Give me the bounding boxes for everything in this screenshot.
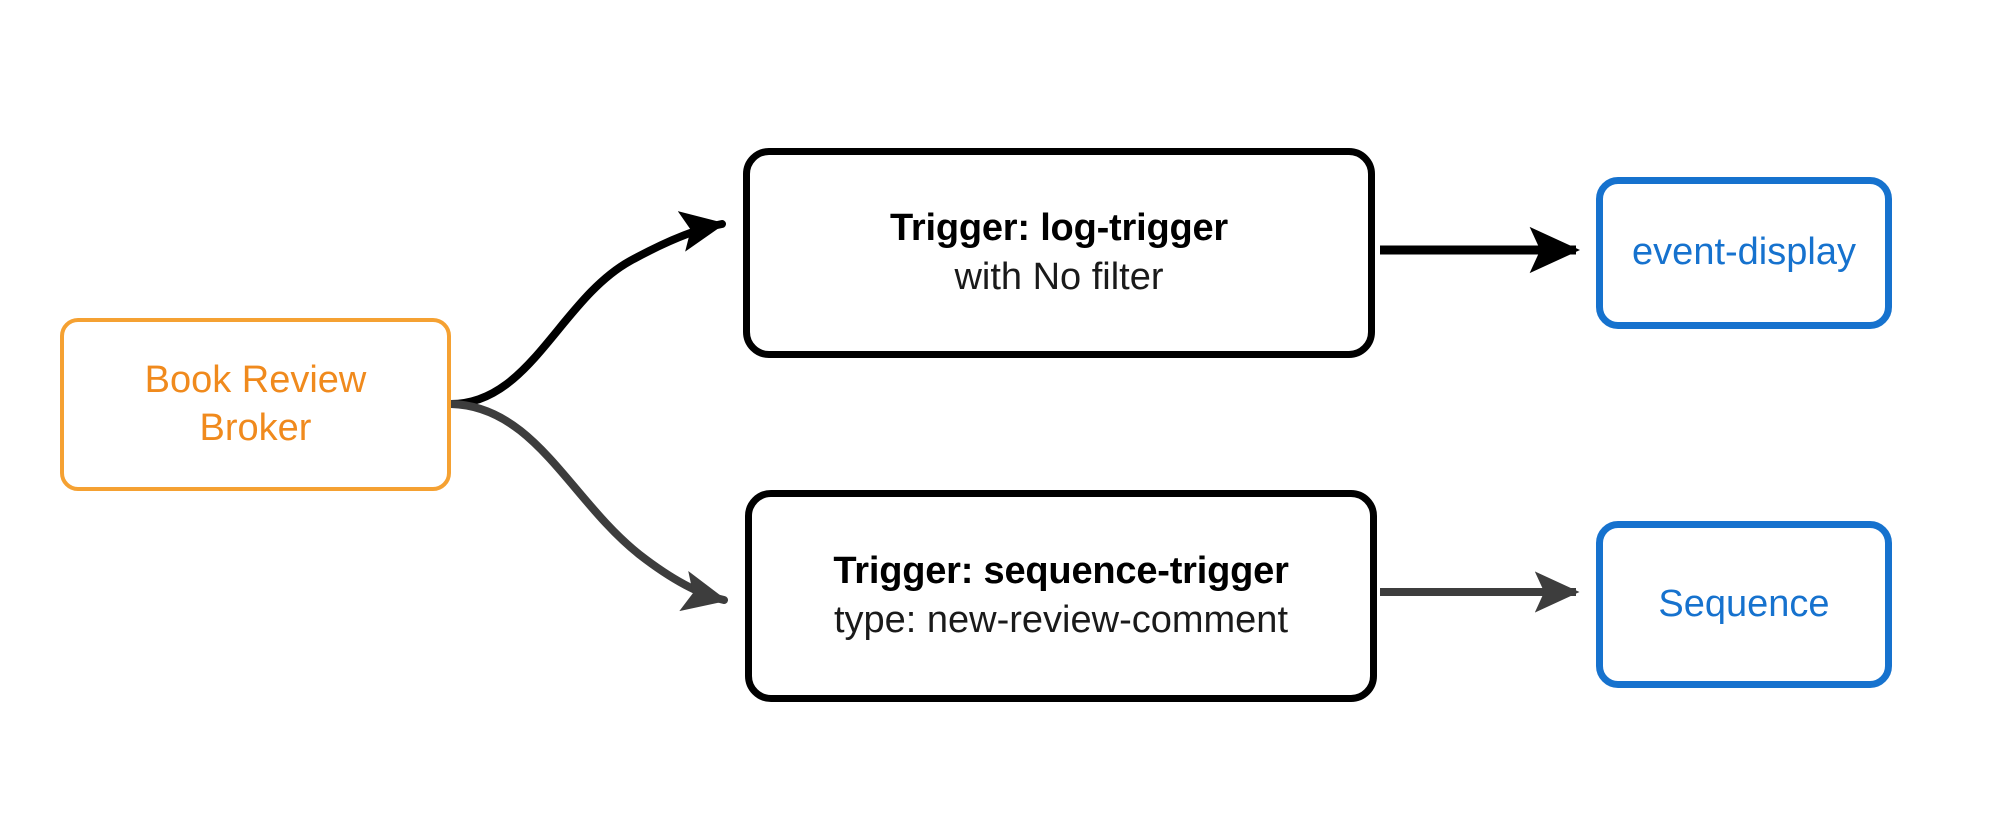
node-sequence-trigger[interactable]: Trigger: sequence-trigger type: new-revi…: [745, 490, 1377, 702]
node-event-display[interactable]: event-display: [1596, 177, 1892, 329]
log-trigger-subtitle: with No filter: [954, 256, 1164, 298]
broker-label-line2: Broker: [199, 406, 312, 449]
node-book-review-broker[interactable]: Book Review Broker: [60, 318, 451, 491]
log-trigger-title: Trigger: log-trigger: [889, 207, 1228, 250]
broker-label-line1: Book Review: [144, 359, 367, 401]
sequence-label: Sequence: [1658, 582, 1830, 625]
edge-broker-to-log-trigger: [447, 211, 726, 408]
sequence-trigger-subtitle: type: new-review-comment: [833, 599, 1289, 641]
event-display-label: event-display: [1632, 231, 1856, 274]
node-log-trigger[interactable]: Trigger: log-trigger with No filter: [743, 148, 1375, 358]
edge-broker-to-sequence-trigger: [447, 400, 728, 612]
node-sequence[interactable]: Sequence: [1596, 521, 1892, 688]
sequence-trigger-title: Trigger: sequence-trigger: [833, 550, 1289, 593]
